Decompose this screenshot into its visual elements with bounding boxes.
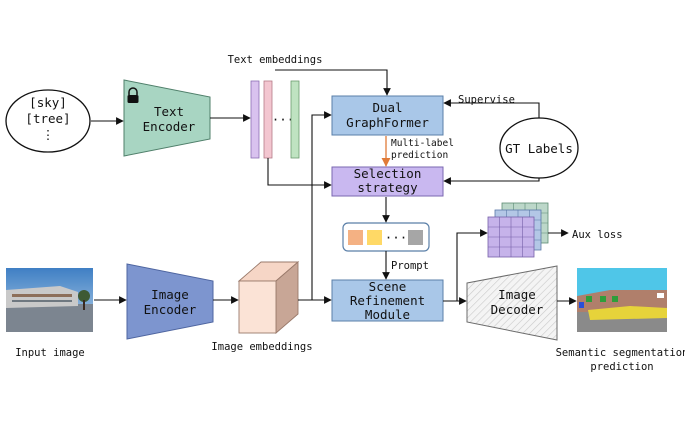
prompt-dots: ··· xyxy=(385,230,408,245)
aux-grid-stack xyxy=(487,202,549,258)
token-more: ⋮ xyxy=(42,127,55,142)
scene-refinement-label-2: Refinement xyxy=(350,293,425,308)
multi-label-prediction-label-1: Multi-label xyxy=(391,138,454,149)
supervise-label: Supervise xyxy=(458,94,515,106)
prompt-label: Prompt xyxy=(391,260,429,272)
dual-graphformer-label-2: GraphFormer xyxy=(346,115,429,130)
semantic-prediction-label-1: Semantic segmentation xyxy=(556,347,685,359)
scene-refinement-node: Scene Refinement Module xyxy=(331,279,444,322)
text-tokens-node: [sky] [tree] ⋮ xyxy=(5,89,91,153)
image-encoder-node: Image Encoder xyxy=(126,263,214,340)
input-image xyxy=(6,268,93,332)
image-encoder-label-2: Encoder xyxy=(144,302,197,317)
dual-graphformer-node: Dual GraphFormer xyxy=(331,95,444,136)
multi-label-prediction-label-2: prediction xyxy=(391,150,448,161)
token-tree: [tree] xyxy=(25,111,70,126)
connector-arrows xyxy=(91,69,577,305)
selection-strategy-label-1: Selection xyxy=(354,166,422,181)
image-decoder-label-2: Decoder xyxy=(491,302,544,317)
text-embeddings-label: Text embeddings xyxy=(228,54,323,66)
image-decoder-label-1: Image xyxy=(498,287,536,302)
lock-icon xyxy=(127,87,139,103)
image-encoder-label-1: Image xyxy=(151,287,189,302)
selection-strategy-node: Selection strategy xyxy=(331,166,444,197)
token-sky: [sky] xyxy=(29,95,67,110)
embeddings-dots: ··· xyxy=(272,112,295,127)
text-encoder-node: Text Encoder xyxy=(123,79,211,157)
selection-strategy-label-2: strategy xyxy=(357,180,418,195)
gt-labels-label: GT Labels xyxy=(505,141,573,156)
image-embeddings-label: Image embeddings xyxy=(211,341,312,353)
segmentation-output-image xyxy=(577,268,667,332)
aux-loss-label: Aux loss xyxy=(572,229,623,241)
input-image-label: Input image xyxy=(15,347,85,359)
semantic-prediction-label-2: prediction xyxy=(590,361,653,373)
text-encoder-label-2: Encoder xyxy=(143,119,196,134)
prompt-node: ··· xyxy=(342,222,430,252)
text-embeddings-node: ··· Text embeddings xyxy=(228,54,323,159)
gt-labels-node: GT Labels xyxy=(499,117,579,179)
image-decoder-node: Image Decoder xyxy=(466,265,558,341)
text-encoder-label-1: Text xyxy=(154,104,184,119)
scene-refinement-label-1: Scene xyxy=(369,279,407,294)
image-embeddings-cube xyxy=(237,261,300,334)
dual-graphformer-label-1: Dual xyxy=(372,100,402,115)
scene-refinement-label-3: Module xyxy=(365,307,410,322)
